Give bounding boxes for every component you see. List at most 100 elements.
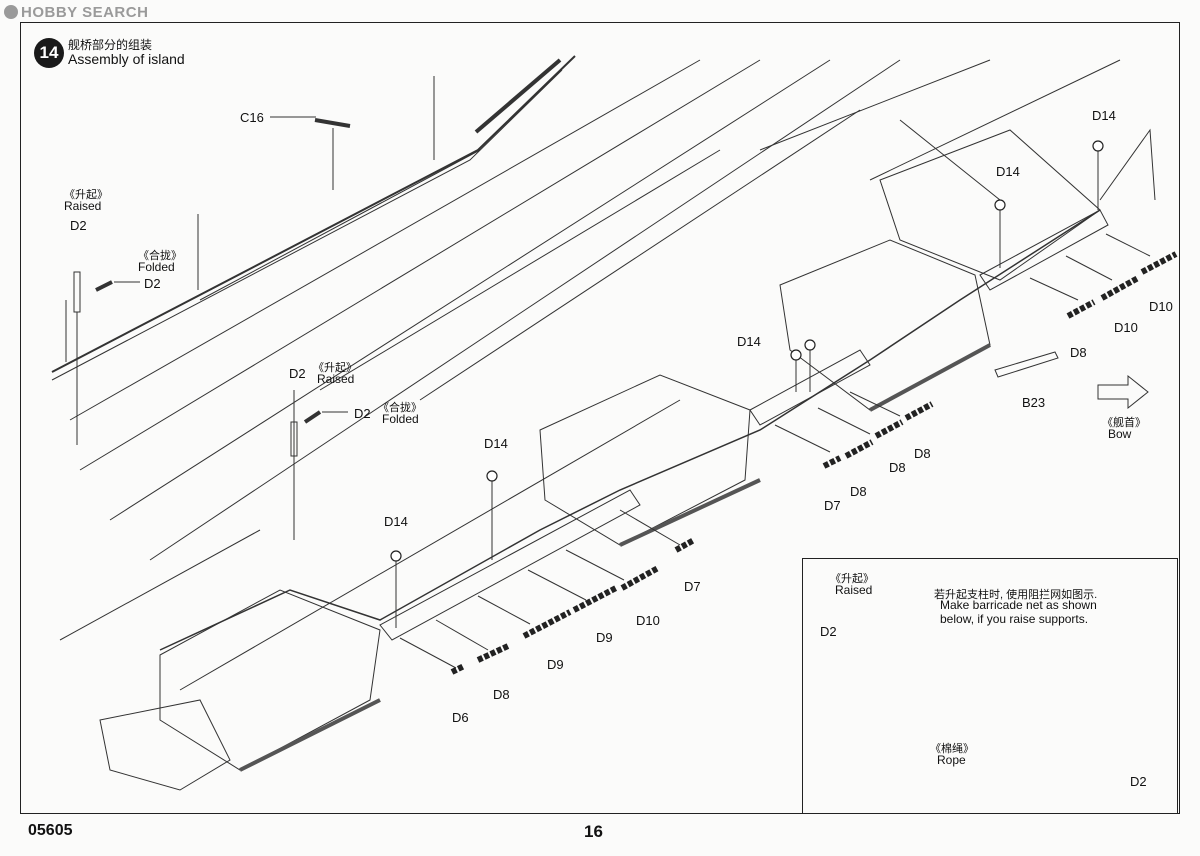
label-d9: D9 xyxy=(596,630,613,645)
deck-line xyxy=(59,529,261,641)
label-folded-cn: 《合拢》 xyxy=(138,250,182,262)
elevator-sponson xyxy=(159,589,381,771)
leader-line xyxy=(1029,277,1079,301)
hobbysearch-logo-icon xyxy=(4,5,18,19)
leader-line xyxy=(399,637,457,669)
part-d2-folded-shape xyxy=(303,410,322,424)
part-d9-shape xyxy=(572,585,618,613)
part-d8-shape xyxy=(1066,299,1096,319)
label-d14: D14 xyxy=(737,334,761,349)
product-code: 05605 xyxy=(28,822,73,839)
label-d8: D8 xyxy=(889,460,906,475)
leader-line xyxy=(849,391,901,417)
leader-line xyxy=(565,549,625,581)
part-d14-shape xyxy=(994,199,1006,211)
page-number: 16 xyxy=(584,822,603,841)
label-d14: D14 xyxy=(996,164,1020,179)
inset-label-d2: D2 xyxy=(820,624,837,639)
label-d6: D6 xyxy=(452,710,469,725)
part-d14-shape xyxy=(1092,140,1104,152)
bow-arrow-icon xyxy=(1097,374,1149,410)
elevator-sponson xyxy=(779,239,991,411)
inset-note-cn: 若升起支柱时, 使用阻拦网如图示. xyxy=(934,589,1098,601)
barricade-inset xyxy=(802,558,1178,814)
part-d6-shape xyxy=(450,663,466,675)
label-d10: D10 xyxy=(1114,320,1138,335)
part-d7-shape xyxy=(822,455,842,469)
label-d14: D14 xyxy=(1092,108,1116,123)
label-d8: D8 xyxy=(1070,345,1087,360)
gallery xyxy=(749,349,871,426)
label-d14: D14 xyxy=(384,514,408,529)
leader-line xyxy=(435,619,489,651)
step-title-cn: 舰桥部分的组装 xyxy=(68,38,153,52)
label-bow-cn: 《舰首》 xyxy=(1102,417,1146,429)
leader-line xyxy=(1065,255,1113,281)
part-d8-shape xyxy=(874,419,904,439)
leader-line xyxy=(817,407,871,435)
label-d2: D2 xyxy=(354,406,371,421)
gallery xyxy=(379,489,641,641)
deck-line xyxy=(79,59,761,471)
part-d2-raised-shape xyxy=(73,271,81,313)
hatched-edge xyxy=(619,478,761,547)
elevator-sponson xyxy=(879,129,1101,281)
leader-line xyxy=(619,509,681,546)
deck-line xyxy=(759,59,991,151)
deck-line xyxy=(319,149,721,391)
island-base xyxy=(99,699,231,791)
port-deck-edge xyxy=(51,55,576,373)
label-d8: D8 xyxy=(914,446,931,461)
part-d2-folded-shape xyxy=(95,280,113,292)
label-d2: D2 xyxy=(144,276,161,291)
label-d9: D9 xyxy=(547,657,564,672)
part-d14-shape xyxy=(390,550,402,562)
part-d10-shape xyxy=(1100,275,1140,301)
inset-raised-cn: 《升起》 xyxy=(830,573,874,585)
inset-label-d2: D2 xyxy=(1130,774,1147,789)
watermark-text: HOBBY SEARCH xyxy=(21,4,149,21)
hatched-edge xyxy=(869,343,991,412)
label-d7: D7 xyxy=(684,579,701,594)
leader-line xyxy=(1105,233,1151,257)
label-raised-cn: 《升起》 xyxy=(313,362,357,374)
deck-line xyxy=(869,59,1121,181)
part-d2-raised-shape xyxy=(290,421,298,457)
hatched-edge xyxy=(239,698,381,772)
label-d2: D2 xyxy=(289,366,306,381)
inset-note-en-1: Make barricade net as shown xyxy=(940,598,1097,612)
island-mast xyxy=(1099,128,1156,201)
part-c16-shape xyxy=(314,118,351,128)
inset-rope-en: Rope xyxy=(937,753,966,767)
inset-raised-en: Raised xyxy=(835,583,873,597)
label-d8: D8 xyxy=(850,484,867,499)
step-number-badge: 14 xyxy=(34,38,64,68)
deck-line xyxy=(69,59,701,421)
label-folded-cn: 《合拢》 xyxy=(378,402,422,414)
deck-line xyxy=(419,109,861,401)
deck-line xyxy=(179,399,681,691)
step-frame xyxy=(20,22,1180,814)
part-d8-shape xyxy=(844,439,874,459)
part-d10-shape xyxy=(1140,251,1178,275)
label-b23: B23 xyxy=(1022,395,1046,410)
part-d8-shape xyxy=(904,401,934,421)
leader-line xyxy=(527,569,587,601)
label-folded-en: Folded xyxy=(138,260,175,274)
part-b23-shape xyxy=(994,351,1059,378)
label-bow-en: Bow xyxy=(1108,427,1132,441)
deck-line xyxy=(199,149,481,301)
deck-line xyxy=(899,119,1001,201)
part-d8-shape xyxy=(476,643,510,663)
label-c16: C16 xyxy=(240,110,264,125)
starboard-deck-edge xyxy=(159,209,1101,651)
label-d2: D2 xyxy=(70,218,87,233)
deck-line xyxy=(149,59,901,561)
part-d14-shape xyxy=(486,470,498,482)
label-raised-en: Raised xyxy=(64,199,102,213)
port-catwalk-line xyxy=(51,69,563,381)
label-raised-en: Raised xyxy=(317,372,355,386)
inset-rope-cn: 《棉绳》 xyxy=(930,743,974,755)
